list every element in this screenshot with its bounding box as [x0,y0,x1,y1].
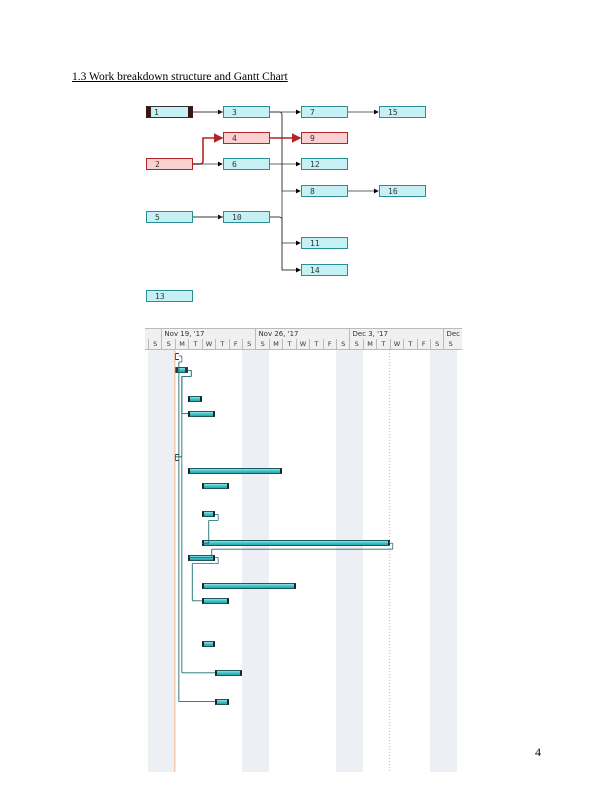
day-label: S [161,339,174,349]
gantt-task-bar[interactable] [215,698,229,705]
day-label: S [242,339,255,349]
network-node-7[interactable]: 7 [301,106,348,118]
network-node-11[interactable]: 11 [301,237,348,249]
week-label: Dec [443,329,462,339]
network-node-8[interactable]: 8 [301,185,348,197]
network-node-12[interactable]: 12 [301,158,348,170]
network-node-1[interactable]: 1 [146,106,193,118]
network-node-10[interactable]: 10 [223,211,270,223]
week-label: Dec 3, '17 [349,329,443,339]
network-node-2[interactable]: 2 [146,158,193,170]
gantt-task-bar[interactable] [188,396,202,403]
day-label: T [282,339,295,349]
weekend-shading [430,350,444,772]
network-link [193,216,301,273]
gantt-task-bar[interactable] [215,669,242,676]
day-label: T [403,339,416,349]
weekend-shading [148,350,162,772]
network-node-3[interactable]: 3 [223,106,270,118]
day-label: F [322,339,336,349]
gantt-task-bar[interactable] [188,410,216,417]
network-node-13[interactable]: 13 [146,290,193,302]
gantt-task-bar[interactable] [201,597,229,604]
day-label: S [430,339,443,349]
weekend-shading [443,350,457,772]
day-label: F [228,339,242,349]
day-label: M [174,339,188,349]
network-node-6[interactable]: 6 [223,158,270,170]
page-number: 4 [535,745,541,759]
day-label: S [336,339,349,349]
day-label: T [215,339,228,349]
day-label: S [148,339,161,349]
network-link [270,111,301,273]
gantt-task-bar[interactable] [201,641,216,647]
gantt-task-bar[interactable] [174,367,189,374]
day-label: W [295,339,309,349]
day-label: S [443,339,456,349]
weekend-shading [255,350,269,772]
network-node-4[interactable]: 4 [223,132,270,144]
network-node-5[interactable]: 5 [146,211,193,223]
day-label: S [349,339,362,349]
network-node-16[interactable]: 16 [379,185,426,197]
gantt-task-bar[interactable] [201,511,216,518]
day-label: M [362,339,376,349]
network-link [193,111,301,194]
day-label: F [416,339,430,349]
weekend-shading [161,350,175,772]
weekend-shading [336,350,350,772]
week-label: Nov 19, '17 [161,329,255,339]
network-link [193,133,224,165]
week-label: Nov 26, '17 [255,329,349,339]
gantt-task-bar[interactable] [201,482,229,489]
section-heading: 1.3 Work breakdown structure and Gantt C… [72,71,288,83]
network-node-15[interactable]: 15 [379,106,426,118]
day-label: M [268,339,282,349]
gantt-task-bar[interactable] [188,468,283,475]
day-label: W [389,339,403,349]
day-label: T [376,339,389,349]
weekend-shading [242,350,256,772]
network-node-14[interactable]: 14 [301,264,348,276]
network-node-9[interactable]: 9 [301,132,348,144]
day-label: T [188,339,201,349]
gantt-task-bar[interactable] [201,583,296,590]
weekend-shading [349,350,363,772]
day-label: W [201,339,215,349]
gantt-links [174,350,394,772]
network-diagram-lines [193,109,379,273]
day-label: S [255,339,268,349]
day-label: T [309,339,322,349]
